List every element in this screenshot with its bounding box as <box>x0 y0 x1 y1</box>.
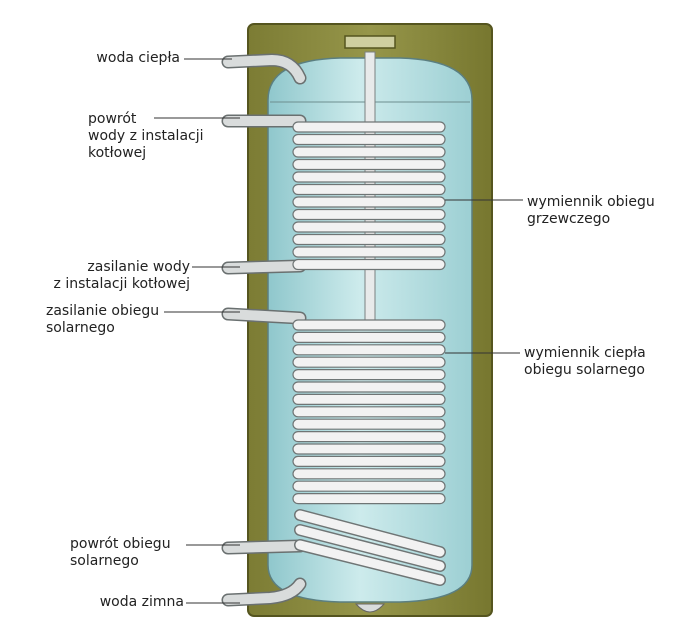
coil-turn <box>292 221 446 233</box>
leader-lines <box>154 58 523 604</box>
pipe-boiler-supply-fill <box>223 261 305 273</box>
pipe-cold-water-fill <box>223 579 305 605</box>
pipe-group <box>221 53 307 607</box>
coil-turn <box>292 431 446 443</box>
coil-turn <box>292 319 446 331</box>
coil-bottom-loop-fill <box>295 510 445 557</box>
coil-bottom-loop-fill <box>295 540 445 585</box>
bottom-drain <box>354 603 386 613</box>
coil-turn <box>292 208 446 221</box>
pipe-solar-supply-fill <box>223 309 305 323</box>
label-solar-exchanger: wymiennik ciepła obiegu solarnego <box>524 345 646 378</box>
label-solar-supply: zasilanie obiegu solarnego <box>46 303 160 336</box>
label-hot-water: woda ciepła <box>96 50 180 66</box>
coil-turn <box>292 455 446 467</box>
coil-turn <box>292 493 446 505</box>
tank-top-cap <box>344 35 396 49</box>
coil-turn <box>292 468 446 480</box>
label-boiler-supply: zasilanie wody z instalacji kotłowej <box>53 259 190 292</box>
coil-bottom-loop-fill <box>295 525 445 571</box>
coil-turn <box>292 171 446 183</box>
coil-turn <box>292 418 446 430</box>
coil-turn <box>292 233 446 246</box>
coil-turn <box>292 344 446 356</box>
heat-exchanger-coils <box>292 121 446 586</box>
coil-turn <box>292 443 446 455</box>
label-heating-exchanger: wymiennik obiegu grzewczego <box>527 194 655 227</box>
coil-turn <box>292 381 446 393</box>
label-boiler-return: powrót wody z instalacji kotłowej <box>88 111 204 161</box>
coil-turn <box>292 258 446 271</box>
coil-turn <box>292 356 446 368</box>
label-solar-return: powrót obiegu solarnego <box>70 536 171 569</box>
coil-turn <box>292 196 446 208</box>
coil-turn <box>292 133 446 146</box>
pipe-solar-return-fill <box>223 541 305 553</box>
coil-turn <box>292 331 446 343</box>
coil-turn <box>292 406 446 418</box>
coil-turn <box>292 158 446 171</box>
coil-turn <box>292 183 446 196</box>
coil-turn <box>292 146 446 158</box>
coil-turn <box>292 480 446 492</box>
coil-turn <box>292 121 446 133</box>
coil-turn <box>292 393 446 405</box>
coil-turn <box>292 369 446 381</box>
coil-turn <box>292 246 446 258</box>
pipe-hot-water-fill <box>223 54 305 83</box>
label-cold-water: woda zimna <box>99 594 184 610</box>
